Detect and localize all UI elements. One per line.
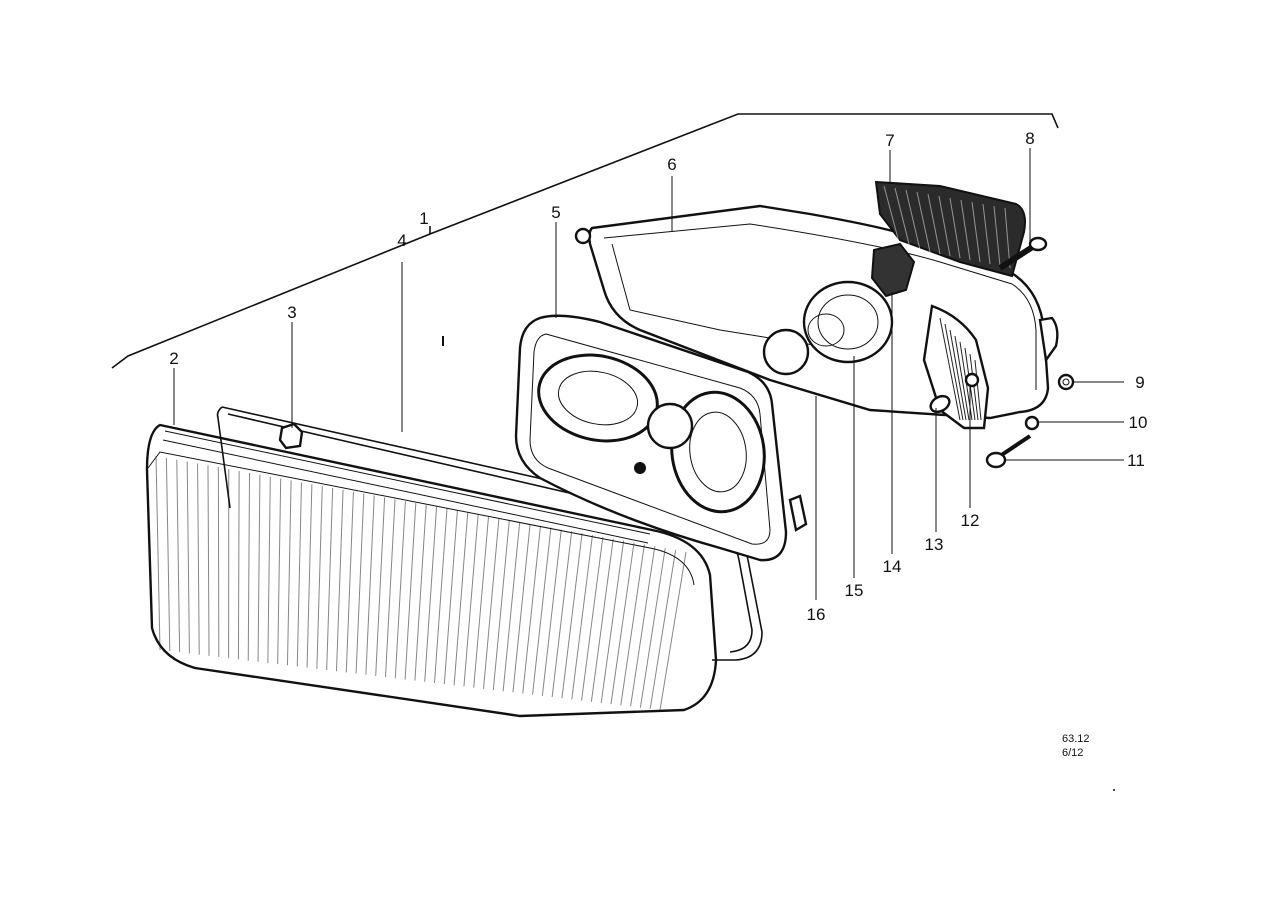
callout-3: 3 (287, 303, 296, 322)
callout-13: 13 (925, 535, 944, 554)
grille-hatch (883, 185, 1011, 269)
callout-4: 4 (397, 231, 406, 250)
callout-5: 5 (551, 203, 560, 222)
clip-part (278, 422, 304, 450)
callout-9: 9 (1135, 373, 1144, 392)
stray-dot (1113, 789, 1115, 791)
callout-8: 8 (1025, 129, 1034, 148)
grille-plate-part (874, 180, 1026, 278)
fasteners (985, 373, 1075, 469)
callout-10: 10 (1129, 413, 1148, 432)
callout-6: 6 (667, 155, 676, 174)
callout-1: 1 (419, 209, 428, 228)
assembly-bracket (111, 113, 1059, 369)
callout-2: 2 (169, 349, 178, 368)
socket-part (870, 242, 916, 298)
leader-lines (173, 148, 1124, 600)
callout-14: 14 (883, 557, 902, 576)
callout-labels: 1 2 3 4 5 6 7 8 9 10 11 12 13 14 15 16 (169, 129, 1147, 624)
callout-7: 7 (885, 131, 894, 150)
callout-11: 11 (1127, 451, 1145, 470)
callout-12: 12 (961, 511, 980, 530)
reference-code: 63.12 (1062, 733, 1090, 745)
screw-part (998, 236, 1048, 271)
callout-16: 16 (807, 605, 826, 624)
small-bulb-part (929, 394, 951, 414)
reference-date: 6/12 (1062, 747, 1083, 759)
callout-15: 15 (845, 581, 864, 600)
